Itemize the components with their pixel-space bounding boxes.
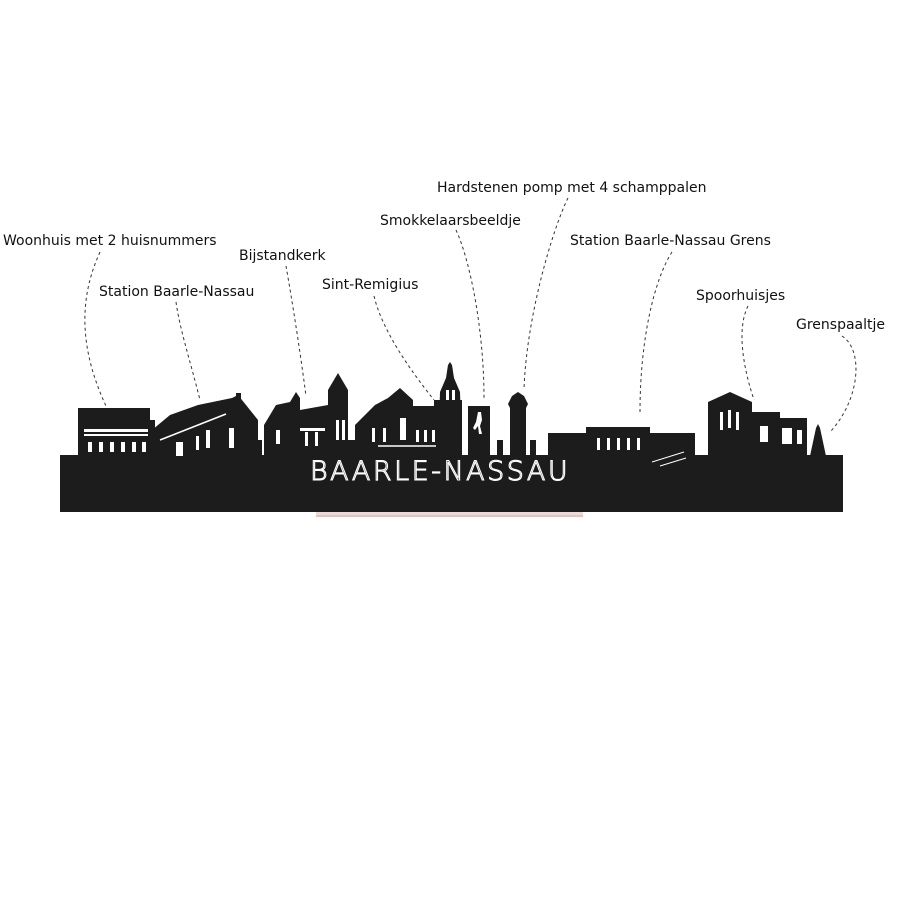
leader-pomp (523, 197, 569, 391)
leader-bijstandkerk (285, 265, 307, 397)
leader-station-grens (639, 251, 673, 413)
label-pomp: Hardstenen pomp met 4 schamppalen (437, 180, 707, 196)
leader-smokkelaarsbeeldje (455, 229, 485, 399)
building-pomp (497, 392, 536, 456)
building-station-grens (548, 427, 695, 456)
leader-lines (84, 197, 857, 433)
label-woonhuis: Woonhuis met 2 huisnummers (3, 233, 217, 249)
city-title: BAARLE-NASSAU (310, 456, 570, 487)
label-sint-remigius: Sint-Remigius (322, 277, 418, 293)
leader-woonhuis (84, 251, 107, 407)
label-bijstandkerk: Bijstandkerk (239, 248, 326, 264)
label-grenspaaltje: Grenspaaltje (796, 317, 885, 333)
base-stand (316, 511, 583, 517)
leader-spoorhuisjes (741, 305, 755, 401)
label-smokkelaarsbeeldje: Smokkelaarsbeeldje (380, 213, 521, 229)
landmark-labels: Woonhuis met 2 huisnummers Station Baarl… (3, 180, 885, 333)
label-station-grens: Station Baarle-Nassau Grens (570, 233, 771, 249)
window-cutouts (84, 390, 802, 467)
leader-sint-remigius (373, 295, 435, 401)
skyline-base-plank (60, 455, 843, 512)
leader-grenspaaltje (829, 335, 857, 433)
skyline-silhouette (60, 362, 843, 512)
label-station: Station Baarle-Nassau (99, 284, 254, 300)
building-grenspaaltje (810, 424, 826, 456)
building-sint-remigius (355, 362, 462, 456)
leader-station (175, 301, 201, 401)
label-spoorhuisjes: Spoorhuisjes (696, 288, 785, 304)
